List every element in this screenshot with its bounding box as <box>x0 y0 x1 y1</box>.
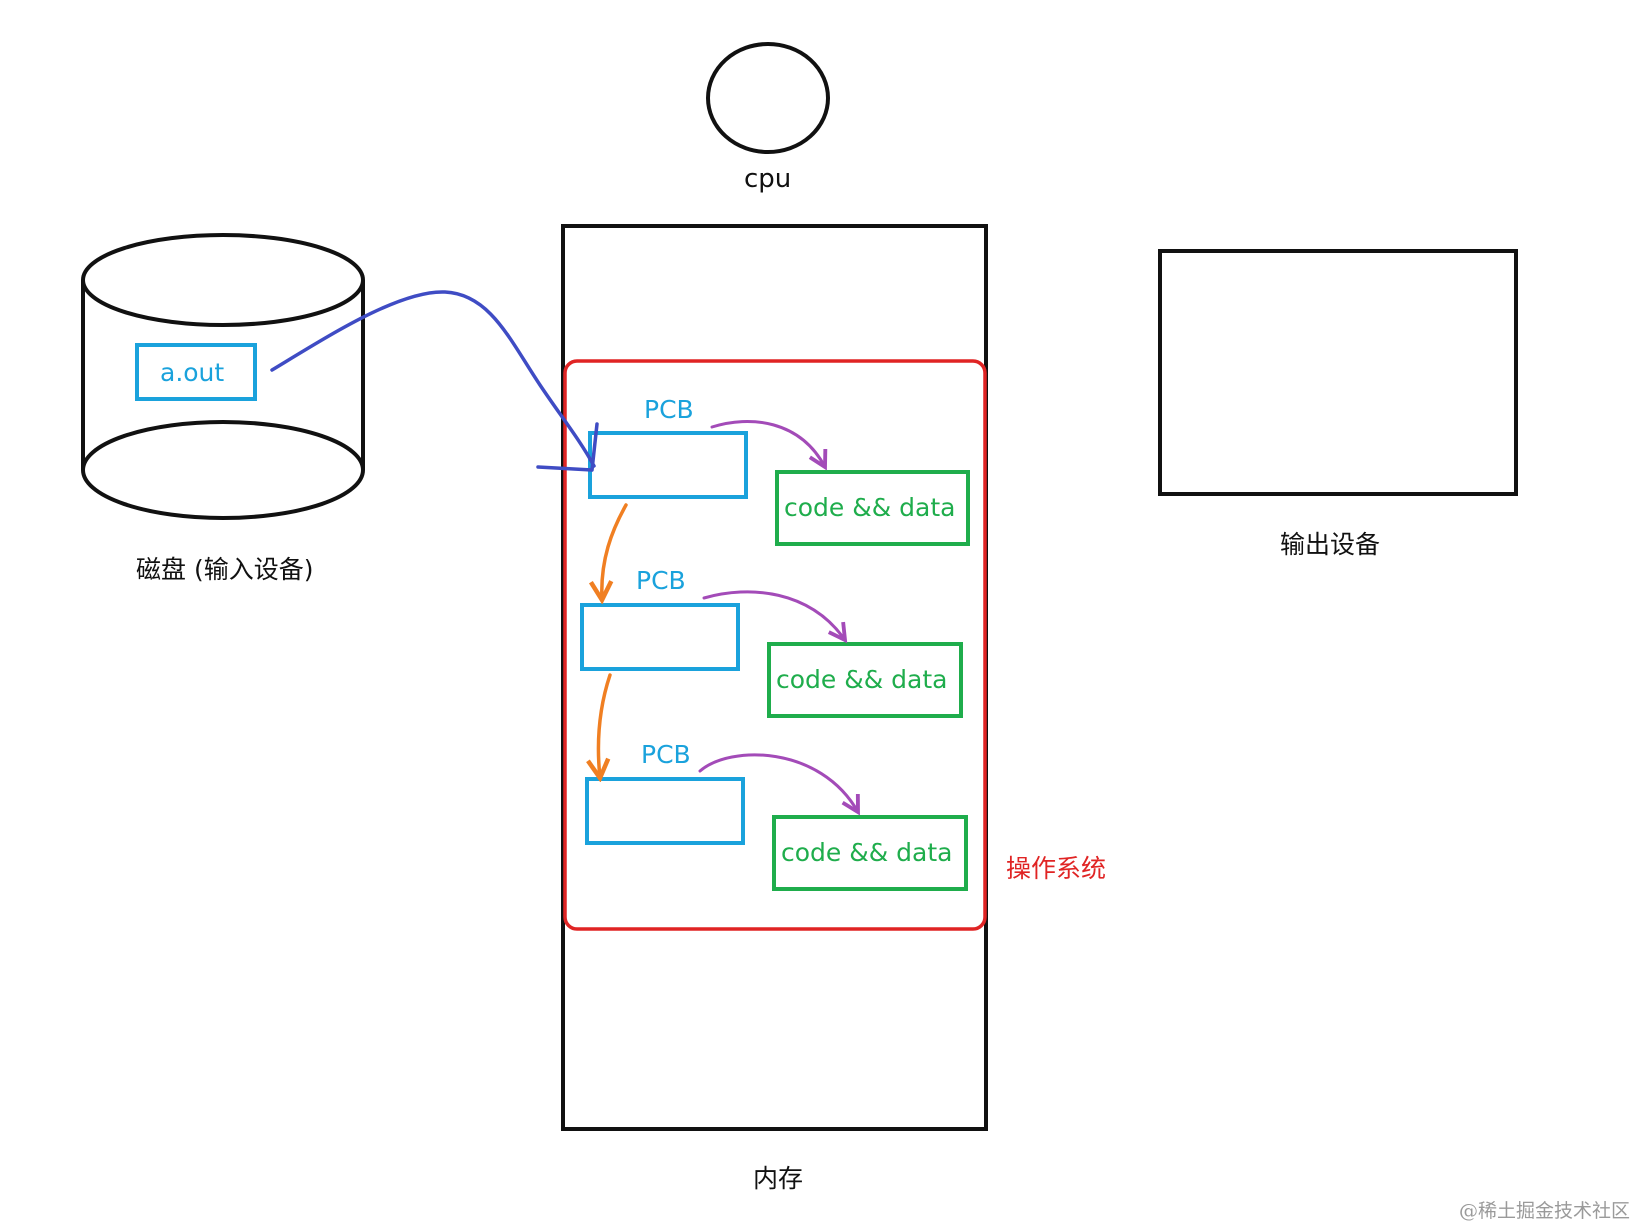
cpu-circle <box>706 42 830 154</box>
pcb-to-code-arrow <box>698 753 858 812</box>
pcb-link-arrow <box>598 673 612 778</box>
code-data-box <box>767 642 963 718</box>
pcb-box <box>585 777 745 845</box>
output-device-label: 输出设备 <box>1280 530 1381 559</box>
pcb-link-arrow <box>602 503 628 600</box>
code-data-box <box>775 470 970 546</box>
file-box <box>135 343 257 401</box>
pcb-to-code-arrow <box>702 590 845 640</box>
watermark: @稀土掘金技术社区 <box>1458 1200 1630 1222</box>
os-label: 操作系统 <box>1006 854 1107 883</box>
pcb-box <box>588 431 748 499</box>
memory-label: 内存 <box>753 1164 804 1193</box>
pcb-to-code-arrow <box>710 420 825 467</box>
output-device-box <box>1158 249 1518 496</box>
pcb-label: PCB <box>644 395 694 424</box>
code-data-label: code && data <box>784 493 956 522</box>
os-region <box>563 359 987 931</box>
code-data-label: code && data <box>776 665 948 694</box>
load-arrow-head <box>536 422 599 472</box>
code-data-label: code && data <box>781 838 953 867</box>
disk-cylinder <box>81 233 365 520</box>
pcb-box <box>580 603 740 671</box>
file-label: a.out <box>160 358 225 387</box>
load-arrow <box>270 290 596 468</box>
pcb-label: PCB <box>636 566 686 595</box>
code-data-box <box>772 815 968 891</box>
pcb-label: PCB <box>641 740 691 769</box>
disk-label: 磁盘 (输入设备) <box>136 555 314 584</box>
cpu-label: cpu <box>744 164 792 194</box>
